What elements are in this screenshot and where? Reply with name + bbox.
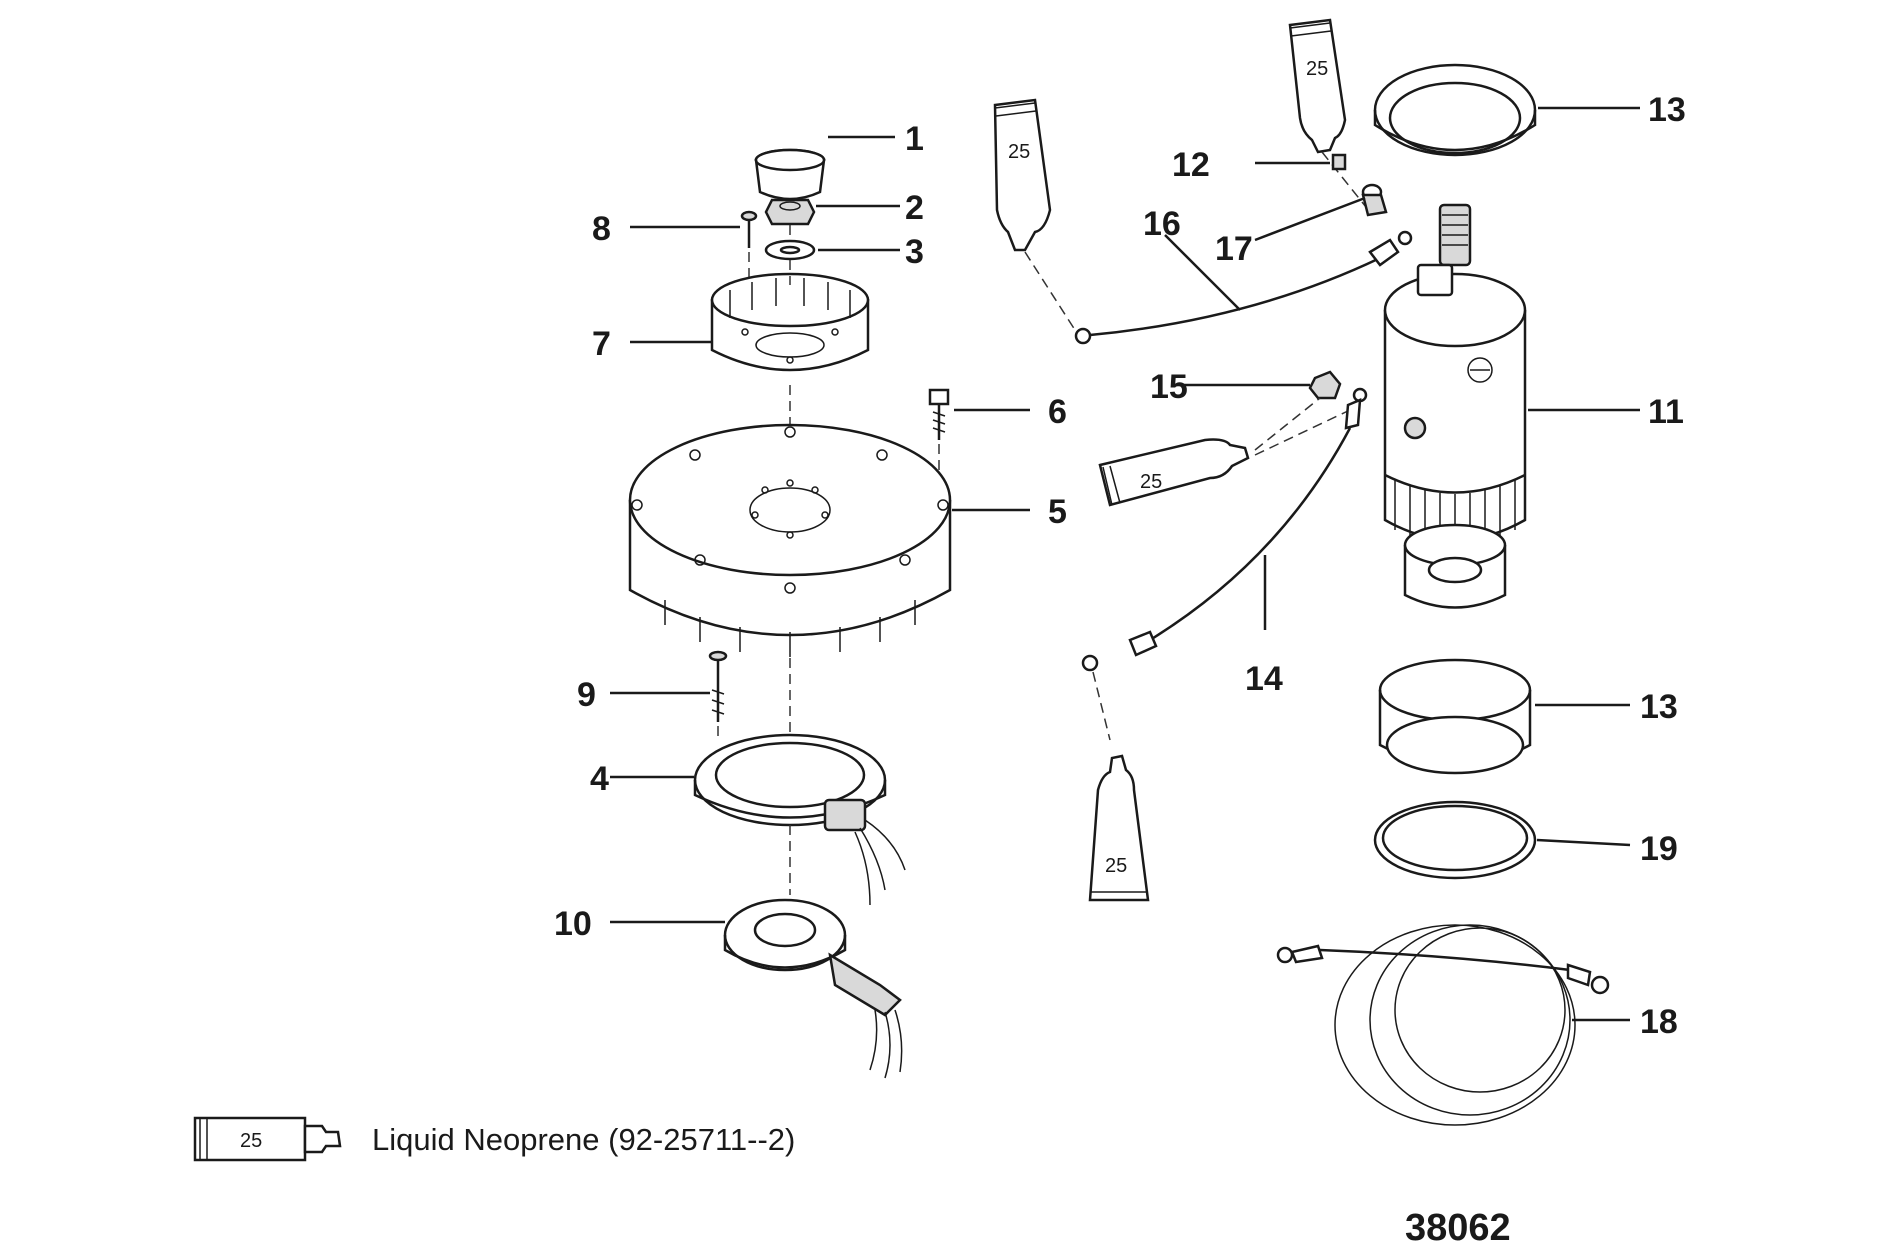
part-stator-ring bbox=[693, 733, 906, 906]
legend: 25 Liquid Neoprene (92-25711--2) bbox=[193, 1116, 795, 1162]
part-terminal-17 bbox=[1361, 183, 1388, 217]
callout-18: 18 bbox=[1640, 1003, 1678, 1041]
part-nut-15 bbox=[1308, 370, 1342, 400]
tube-label: 25 bbox=[1140, 471, 1162, 493]
part-hub-ring bbox=[710, 272, 870, 372]
sealant-tube-3: 25 bbox=[1098, 438, 1250, 507]
legend-text: Liquid Neoprene (92-25711--2) bbox=[372, 1122, 795, 1157]
part-seal-13-bottom bbox=[1378, 658, 1532, 775]
callout-5: 5 bbox=[1048, 493, 1067, 531]
callout-14: 14 bbox=[1245, 660, 1283, 698]
figure-number: 38062 bbox=[1405, 1207, 1511, 1249]
sealant-tube-2: 25 bbox=[1288, 18, 1347, 154]
callout-17: 17 bbox=[1215, 230, 1253, 268]
sealant-tube-icon: 25 bbox=[193, 1116, 342, 1162]
callout-13-top: 13 bbox=[1648, 91, 1686, 129]
callout-13-bottom: 13 bbox=[1640, 688, 1678, 726]
callout-19: 19 bbox=[1640, 830, 1678, 868]
part-cable-16 bbox=[1074, 230, 1413, 345]
tube-label: 25 bbox=[1306, 58, 1328, 80]
part-cap bbox=[754, 148, 826, 201]
callout-10: 10 bbox=[554, 905, 592, 943]
tube-label: 25 bbox=[1105, 855, 1127, 877]
callout-11: 11 bbox=[1648, 393, 1684, 431]
callout-8: 8 bbox=[592, 210, 611, 248]
callout-7: 7 bbox=[592, 325, 611, 363]
callout-3: 3 bbox=[905, 233, 924, 271]
callout-15: 15 bbox=[1150, 368, 1188, 406]
part-seal-13-top bbox=[1373, 63, 1537, 157]
part-flywheel bbox=[628, 423, 952, 657]
part-trigger bbox=[723, 898, 903, 1079]
callout-2: 2 bbox=[905, 189, 924, 227]
part-clip-12 bbox=[1331, 153, 1347, 171]
part-nut bbox=[764, 198, 816, 226]
part-bolt-9 bbox=[708, 650, 728, 722]
part-oring-19 bbox=[1373, 800, 1537, 880]
part-cable-14 bbox=[1081, 387, 1368, 672]
tube-label: 25 bbox=[240, 1130, 262, 1152]
part-washer bbox=[764, 239, 816, 261]
callout-1: 1 bbox=[905, 120, 924, 158]
callout-16: 16 bbox=[1143, 205, 1181, 243]
part-starter-motor bbox=[1383, 203, 1527, 609]
tube-label: 25 bbox=[1008, 141, 1030, 163]
callout-6: 6 bbox=[1048, 393, 1067, 431]
callout-12: 12 bbox=[1172, 146, 1210, 184]
part-bolt-6 bbox=[928, 388, 950, 440]
leader-lines bbox=[610, 106, 1640, 1022]
sealant-tube-1: 25 bbox=[993, 98, 1052, 252]
sealant-tube-4: 25 bbox=[1088, 754, 1150, 902]
callout-9: 9 bbox=[577, 676, 596, 714]
part-cable-18 bbox=[1276, 924, 1610, 1126]
part-screw-8 bbox=[740, 210, 758, 248]
callout-4: 4 bbox=[590, 760, 609, 798]
